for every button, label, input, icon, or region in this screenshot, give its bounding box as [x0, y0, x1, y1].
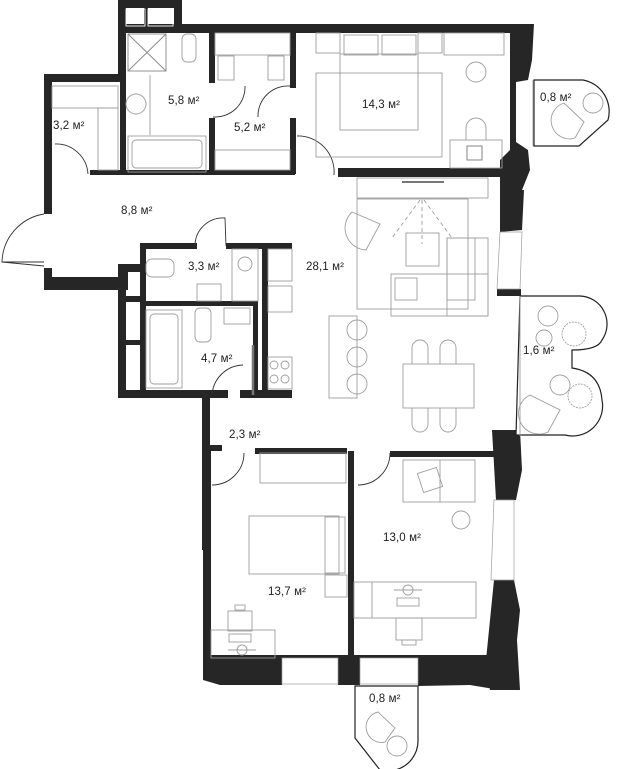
window-openings: [281, 231, 523, 685]
balconies: [354, 79, 610, 769]
room-area-bedroom-master: 14,3 м²: [362, 99, 401, 111]
furniture: [51, 8, 505, 659]
room-area-living-kitchen: 28,1 м²: [306, 261, 345, 273]
walls: [44, 0, 534, 690]
doors: [1, 85, 391, 486]
balcony-furniture: [365, 80, 604, 757]
room-area-balcony-master: 0,8 м²: [540, 92, 572, 104]
room-area-bedroom-2: 13,7 м²: [268, 586, 307, 598]
room-area-balcony-bottom: 0,8 м²: [369, 693, 401, 705]
room-area-wardrobe-entry: 3,2 м²: [53, 120, 85, 132]
room-area-wardrobe-master: 5,2 м²: [234, 122, 266, 134]
room-area-laundry-wc: 3,3 м²: [188, 261, 220, 273]
room-area-hallway: 8,8 м²: [121, 205, 153, 217]
room-area-bathroom: 4,7 м²: [201, 353, 233, 365]
room-area-bathroom-master: 5,8 м²: [168, 95, 200, 107]
room-area-bedroom-3: 13,0 м²: [383, 532, 422, 544]
room-area-corridor: 2,3 м²: [229, 429, 261, 441]
room-area-loggia: 1,6 м²: [523, 345, 555, 357]
